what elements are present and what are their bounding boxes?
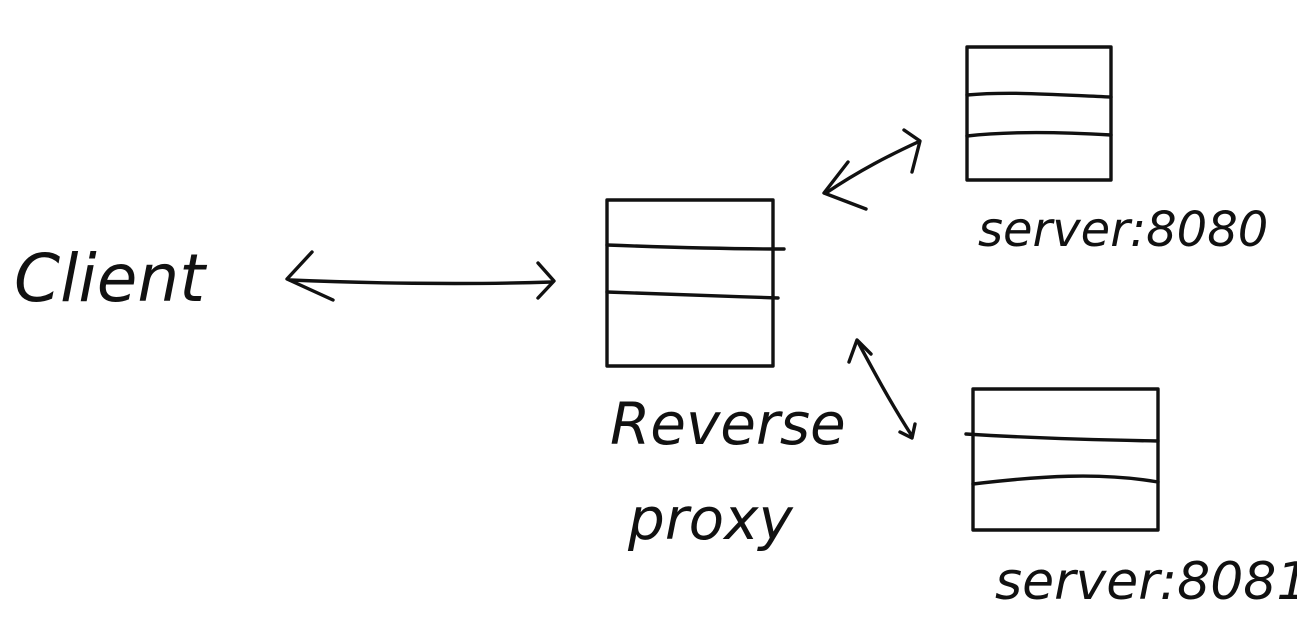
proxy-server-8080-arrow (822, 128, 922, 211)
client-proxy-arrow (285, 250, 556, 302)
proxy-box (605, 198, 786, 368)
server-8081-box (964, 387, 1160, 532)
proxy-server-8081-arrow (847, 338, 917, 440)
client-label: Client (14, 240, 206, 317)
server-8080-box (965, 45, 1113, 182)
proxy-label-line2: proxy (628, 485, 793, 553)
proxy-label-line1: Reverse (610, 390, 846, 458)
server-8081-label: server:8081 (995, 552, 1297, 612)
server-8080-label: server:8080 (978, 202, 1269, 258)
